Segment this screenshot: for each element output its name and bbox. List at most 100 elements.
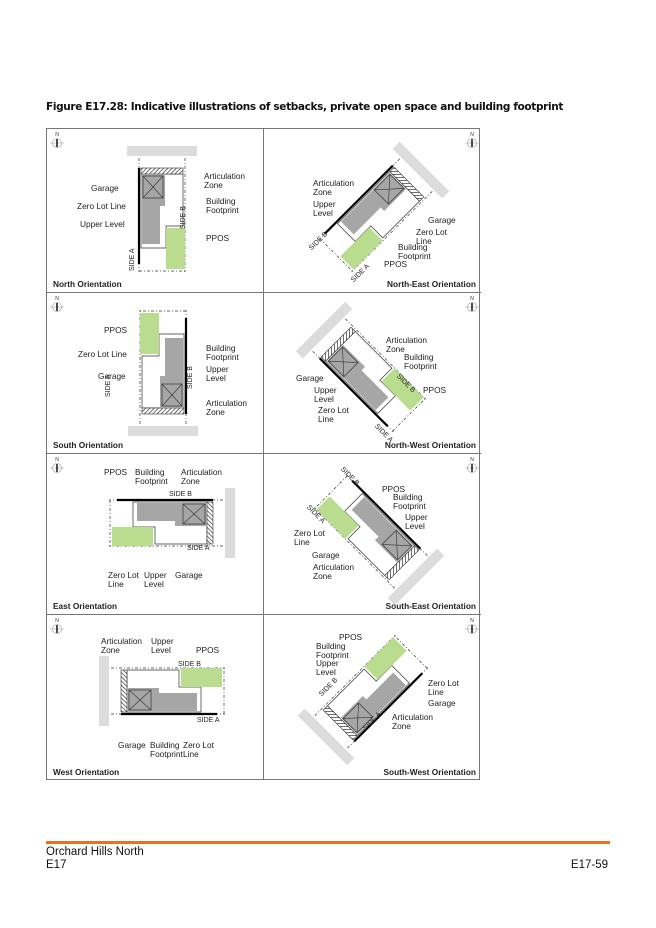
svg-text:N: N (470, 618, 474, 624)
zero-lot-line (324, 165, 394, 235)
diagram-label: Zero Lot Line (108, 570, 139, 589)
footer-project: Orchard Hills North (46, 846, 144, 858)
diagram-label: Building Footprint (206, 343, 239, 362)
site-diagram: N (50, 132, 197, 272)
north-compass-icon: N (50, 132, 64, 148)
ppos-area (364, 637, 407, 680)
side-label: SIDE B (178, 661, 201, 668)
diagram-label: Upper Level (151, 636, 174, 655)
street (295, 301, 353, 359)
diagram-label: PPOS (339, 632, 363, 642)
north-compass-icon: N (465, 132, 479, 148)
diagram-label: PPOS (423, 385, 447, 395)
street (387, 548, 445, 606)
north-compass-icon: N (465, 618, 479, 634)
diagram-label: Zero Lot Line (77, 201, 126, 211)
garage (128, 689, 152, 711)
articulation-zone (206, 501, 214, 545)
ppos-area (181, 668, 222, 687)
panel-title: South-East Orientation (385, 601, 476, 611)
site-diagram: N (318, 132, 479, 273)
articulation-zone (120, 669, 128, 713)
diagram-label: Garage (91, 183, 119, 193)
svg-text:N: N (55, 618, 59, 624)
svg-text:N: N (55, 457, 59, 463)
diagram-label: Zero Lot Line (78, 349, 127, 359)
diagram-label: Building Footprint (206, 196, 239, 215)
diagram-label: Building Footprint (316, 641, 349, 660)
diagram-label: Articulation Zone (101, 636, 143, 655)
north-compass-icon: N (50, 457, 64, 473)
diagram-label: Building Footprint (398, 242, 431, 261)
garage (182, 503, 206, 525)
garage (373, 173, 405, 205)
diagram-label: PPOS (384, 259, 408, 269)
diagram-label: Articulation Zone (313, 178, 355, 197)
articulation-zone (141, 407, 185, 415)
svg-text:N: N (470, 132, 474, 138)
side-label: SIDE A (197, 717, 220, 724)
articulation-zone (384, 545, 420, 581)
diagram-label: Upper Level (313, 199, 336, 218)
diagram-label: Articulation Zone (181, 467, 223, 486)
diagram-label: Garage (312, 550, 340, 560)
diagram-label: Articulation Zone (386, 335, 428, 354)
articulation-zone (140, 167, 184, 175)
garage (142, 175, 164, 199)
diagram-label: Zero Lot Line (294, 528, 325, 547)
site-diagram: N (50, 296, 198, 436)
figure-caption: Figure E17.28: Indicative illustrations … (46, 101, 563, 113)
diagram-label: Upper Level (144, 570, 167, 589)
upper-level (351, 497, 414, 563)
upper-level (340, 672, 406, 735)
diagram-label: Garage (98, 371, 126, 381)
panel-title: North Orientation (53, 279, 122, 289)
lot-diagram (128, 310, 198, 436)
diagram-label: Building Footprint (135, 467, 168, 486)
street (99, 656, 109, 726)
diagram-label: PPOS (206, 233, 230, 243)
diagram-label: Building Footprint (150, 740, 183, 759)
diagram-label: Zero Lot Line (416, 227, 447, 246)
street (225, 488, 235, 558)
diagram-label: PPOS (104, 325, 128, 335)
north-compass-icon: N (465, 457, 479, 473)
side-label: SIDE A (129, 248, 136, 271)
svg-text:N: N (470, 457, 474, 463)
footer-section: E17 (46, 859, 67, 871)
side-label: SIDE B (180, 206, 187, 229)
diagram-label: Articulation Zone (204, 171, 246, 190)
side-label: SIDE A (105, 374, 112, 397)
lot-diagram (313, 474, 445, 606)
diagram-label: Articulation Zone (206, 398, 248, 417)
diagram-label: Articulation Zone (313, 562, 355, 581)
diagram-label: Articulation Zone (392, 712, 434, 731)
site-diagram: N (50, 618, 225, 726)
panel-title: West Orientation (53, 767, 120, 777)
svg-text:N: N (470, 296, 474, 302)
diagram-label: Building Footprint (393, 492, 426, 511)
articulation-zone (389, 166, 425, 202)
articulation-zone (320, 326, 356, 362)
ppos-area (166, 228, 185, 269)
diagram-label: Garage (118, 740, 146, 750)
upper-level (142, 175, 165, 244)
street (297, 708, 355, 766)
upper-level (137, 503, 206, 526)
lot-diagram (99, 656, 225, 726)
ppos-area (316, 496, 359, 539)
lot-diagram (127, 146, 197, 272)
panel-title: South-West Orientation (383, 767, 477, 777)
zero-lot-line (319, 357, 389, 427)
diagram-label: Garage (428, 698, 456, 708)
ppos-area (140, 313, 159, 354)
side-label: SIDE A (187, 545, 210, 552)
diagram-label: Upper Level (80, 219, 125, 229)
